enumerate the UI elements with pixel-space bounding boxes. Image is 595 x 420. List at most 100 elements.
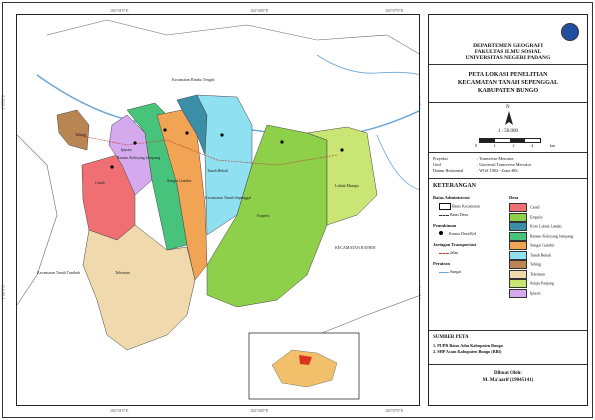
legend-section: KETERANGAN Batas Administrasi Batas Keca… <box>429 179 587 331</box>
label-telentam: Telentam <box>115 270 130 275</box>
author-label: Dibuat Oleh: <box>494 371 522 376</box>
map-canvas[interactable] <box>17 15 420 406</box>
projection-row-2: Datum Horizontal: WGS 1984 - Zona 48S <box>433 168 518 173</box>
legend-desa-swatch <box>509 250 527 260</box>
legend-desa-item: Selaju Panjang <box>509 279 587 289</box>
batas-title: Batas Administrasi <box>433 195 470 200</box>
marker-selaju <box>340 148 344 152</box>
legend-desa-swatch <box>509 288 527 298</box>
source-item-2: 2. SHP Acam Kabupaten Bungo (RBI) <box>433 349 502 354</box>
source-title: SUMBER PETA <box>433 335 469 340</box>
legend-desa-label: Telentam <box>530 270 545 276</box>
header-section: DEPARTEMEN GEOGRAFI FAKULTAS ILMU SOSIAL… <box>429 15 587 65</box>
label-center-region: Kecamatan Tanah Sepenggal <box>205 195 252 200</box>
legend-title: KETERANGAN <box>433 183 477 189</box>
title-section: PETA LOKASI PENELITIAN KECAMATAN TANAH S… <box>429 65 587 103</box>
batas-desa-line-icon <box>439 214 449 216</box>
label-tebing: Tebing <box>75 132 87 137</box>
map-frame[interactable]: Kecamatan Rimbo Tengah Kecamatan Tanah T… <box>16 14 420 406</box>
scale-tick-0: 0 <box>475 143 477 148</box>
projection-section: Proyeksi: Transverse Mercator Grid: Univ… <box>429 153 587 179</box>
pemukiman-title: Pemukiman <box>433 223 457 228</box>
label-southwest-region: Kecamatan Tanah Tumbuh <box>37 270 80 275</box>
jalan-row: Jalan <box>439 250 458 255</box>
legend-desa-swatch <box>509 222 527 231</box>
header-line2: FAKULTAS ILMU SOSIAL <box>474 49 542 55</box>
coord-top-3: 102°07'0"E <box>385 8 404 13</box>
legend-desa-swatch <box>509 260 527 269</box>
header-line3: UNIVERSITAS NEGERI PADANG <box>465 55 551 61</box>
legend-desa-item: Tebing <box>509 260 587 270</box>
scale-tick-1: 1 <box>493 143 496 148</box>
coord-bottom-2: 102°04'0"E <box>250 408 269 413</box>
title-line3: KABUPATEN BUNGO <box>477 88 539 94</box>
legend-desa-item: Ipuran <box>509 288 587 299</box>
coord-left-1: 1°25'0"S <box>0 95 6 110</box>
legend-desa-label: Sungai Gambir <box>530 242 555 248</box>
legend-panel: DEPARTEMEN GEOGRAFI FAKULTAS ILMU SOSIAL… <box>428 14 588 406</box>
marker-candi <box>110 165 114 169</box>
label-gambir: Sungai Gambir <box>167 178 192 183</box>
desa-telentam <box>82 224 196 351</box>
projection-row-1: Grid: Universal Transverse Mercator <box>433 162 532 167</box>
title-line1: PETA LOKASI PENELITIAN <box>468 72 548 78</box>
desa-selaju <box>306 126 378 226</box>
kantor-desa-markers <box>110 128 344 169</box>
source-section: SUMBER PETA 1. PUPR Batas Adm Kabupaten … <box>429 331 587 365</box>
legend-desa-item: Koto Lubuk Landai <box>509 222 587 232</box>
jaringan-title: Jaringan Transportasi <box>433 242 476 247</box>
legend-desa-label: Ipuran <box>530 289 541 295</box>
desa-tebing <box>56 109 90 151</box>
sungai-line-icon <box>439 271 449 273</box>
label-ipuran: Ipuran <box>121 147 132 152</box>
road <box>76 134 338 166</box>
desa-empelu <box>206 124 328 308</box>
outer-region-outline <box>46 19 419 55</box>
batas-kecamatan-swatch <box>439 203 451 210</box>
north-label: N <box>506 105 510 110</box>
legend-desa-swatch <box>509 231 527 241</box>
river-east <box>376 134 419 190</box>
legend-desa-swatch <box>509 279 527 288</box>
legend-desa-item: Sungai Gambir <box>509 241 587 251</box>
marker-gambir <box>185 131 189 135</box>
scale-unit: km <box>549 143 555 148</box>
sungai-row: Sungai <box>439 269 461 274</box>
label-empelu: Empelu <box>257 213 270 218</box>
kantor-icon <box>439 231 443 235</box>
scale-tick-2: 2 <box>512 143 515 148</box>
source-item-1: 1. PUPR Batas Adm Kabupaten Bungo <box>433 343 503 348</box>
legend-desa-swatch <box>509 203 527 212</box>
north-arrow-icon <box>505 111 513 125</box>
legend-desa-label: Candi <box>530 204 540 210</box>
legend-desa-item: Empelu <box>509 212 587 223</box>
author-section: Dibuat Oleh: M. Ma'aarif (19045141) <box>429 371 587 383</box>
marker-empelu <box>280 140 284 144</box>
projection-row-0: Proyeksi: Transverse Mercator <box>433 156 514 161</box>
outer-region-outline-2 <box>17 134 58 306</box>
kantor-row: Kantor Desa/Kel <box>439 231 476 236</box>
university-logo-icon <box>561 23 579 41</box>
legend-desa-item: Rantau Keloyang Jampang <box>509 231 587 242</box>
author-name: M. Ma'aarif (19045141) <box>482 378 534 383</box>
river-secondary <box>316 54 419 75</box>
perairan-title: Perairan <box>433 261 450 266</box>
legend-desa-label: Koto Lubuk Landai <box>530 223 562 229</box>
label-east-region: KECAMATAN BATHIN <box>335 245 376 250</box>
desa-title: Desa <box>509 195 519 200</box>
batas-desa-row: Batas Desa <box>439 212 468 217</box>
label-koto: Tanah Bekali <box>207 168 229 173</box>
legend-desa-item: Telentam <box>509 269 587 280</box>
legend-desa-label: Selaju Panjang <box>530 280 554 286</box>
legend-desa-item: Candi <box>509 203 587 213</box>
marker-koto <box>220 133 224 137</box>
legend-desa-label: Tanah Bekali <box>530 251 552 257</box>
coord-bottom-1: 102°01'0"E <box>110 408 129 413</box>
legend-desa-label: Empelu <box>530 213 543 219</box>
north-scale-section: N 1 : 50.000 0 1 2 4 km <box>429 103 587 153</box>
legend-desa-label: Tebing <box>530 261 542 267</box>
title-line2: KECAMATAN TANAH SEPENGGAL <box>457 80 559 86</box>
scale-text: 1 : 50.000 <box>497 129 519 134</box>
